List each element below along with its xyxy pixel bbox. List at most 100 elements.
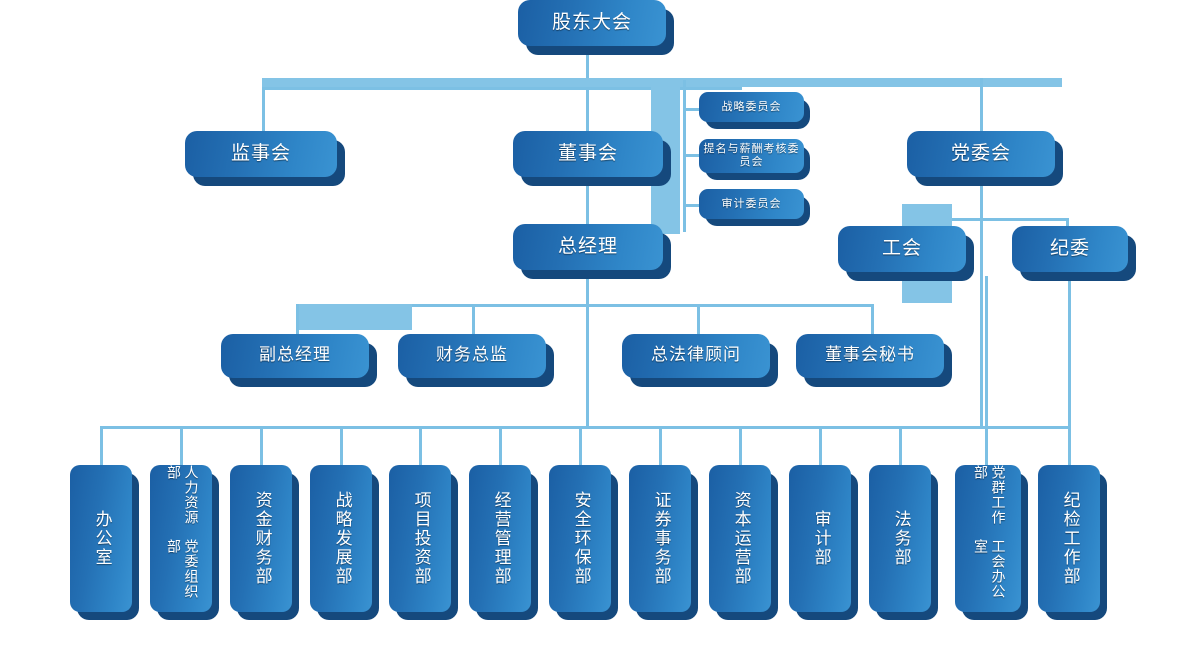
department-label: 党委组织部 人力资源部: [164, 465, 199, 612]
connector-drop-dept-10: [819, 426, 822, 466]
department-label-line-1: 法务部: [890, 510, 911, 567]
connector-drop-dept-8: [659, 426, 662, 466]
department-5[interactable]: 项目投资部: [389, 465, 451, 612]
connector-drop-dept-7: [579, 426, 582, 466]
connector-drop-cfo: [472, 304, 475, 334]
department-label: 项目投资部: [409, 491, 431, 586]
department-label: 战略发展部: [330, 491, 352, 586]
department-11[interactable]: 法务部: [869, 465, 931, 612]
department-10[interactable]: 审计部: [789, 465, 851, 612]
connector-party-bus: [925, 218, 1068, 221]
node-general-manager[interactable]: 总经理: [513, 224, 671, 278]
connector-drop-dept-3: [260, 426, 263, 466]
department-7[interactable]: 安全环保部: [549, 465, 611, 612]
department-12[interactable]: 工会办公室 党群工作部: [955, 465, 1021, 612]
department-label: 法务部: [889, 510, 911, 567]
exec-1-label: 副总经理: [259, 345, 331, 366]
department-label-line-1: 经营管理部: [490, 491, 511, 586]
exec-4-label: 董事会秘书: [825, 345, 915, 366]
connector-drop-dept-4: [340, 426, 343, 466]
node-labor-union-label: 工会: [881, 237, 922, 260]
department-2[interactable]: 党委组织部 人力资源部: [150, 465, 212, 612]
node-board-label: 董事会: [557, 142, 618, 165]
node-labor-union[interactable]: 工会: [838, 226, 974, 280]
exec-cfo[interactable]: 财务总监: [398, 334, 554, 386]
connector-drop-dept-1: [100, 426, 103, 466]
department-13[interactable]: 纪检工作部: [1038, 465, 1100, 612]
connector-board-to-gm: [586, 183, 589, 225]
department-label: 经营管理部: [489, 491, 511, 586]
committee-audit[interactable]: 审计委员会: [699, 189, 812, 227]
connector-exec-bus: [296, 304, 874, 307]
department-label: 工会办公室 党群工作部: [971, 465, 1006, 612]
connector-stub-committee-3: [683, 204, 699, 207]
department-label-line-1: 战略发展部: [331, 491, 352, 586]
department-label-line-2: 党群工作部: [972, 465, 1006, 525]
connector-drop-supervisory: [262, 87, 265, 132]
connector-drop-dept-5: [419, 426, 422, 466]
connector-drop-board-secretary: [871, 304, 874, 334]
connector-bus-level2: [262, 87, 742, 90]
department-label-line-1: 项目投资部: [410, 491, 431, 586]
department-label: 安全环保部: [569, 491, 591, 586]
connector-drop-party-committee: [980, 78, 983, 132]
connector-gm-down: [586, 276, 589, 426]
department-3[interactable]: 资金财务部: [230, 465, 292, 612]
committee-nomination-remuneration[interactable]: 提名与薪酬考核委员会: [699, 139, 812, 181]
node-board-of-directors[interactable]: 董事会: [513, 131, 671, 185]
connector-drop-dept-9: [739, 426, 742, 466]
department-label-line-1: 审计部: [810, 510, 831, 567]
connector-drop-legal-counsel: [697, 304, 700, 334]
exec-board-secretary[interactable]: 董事会秘书: [796, 334, 952, 386]
connector-drop-dept-6: [499, 426, 502, 466]
department-label: 资金财务部: [250, 491, 272, 586]
node-party-label: 党委会: [950, 142, 1011, 165]
committee-2-label: 提名与薪酬考核委员会: [703, 142, 800, 168]
department-label: 办公室: [90, 510, 112, 567]
department-label: 纪检工作部: [1058, 491, 1080, 586]
exec-deputy-general-manager[interactable]: 副总经理: [221, 334, 377, 386]
node-shareholders[interactable]: 股东大会: [518, 0, 674, 54]
department-label-line-1: 资本运营部: [730, 491, 751, 586]
department-label-line-1: 工会办公室: [972, 538, 1006, 599]
department-label-line-1: 安全环保部: [570, 491, 591, 586]
connector-drop-dept-12: [985, 426, 988, 466]
node-supervisory-label: 监事会: [230, 142, 291, 165]
connector-band-executives: [296, 304, 412, 330]
committee-1-label: 战略委员会: [721, 99, 782, 113]
node-supervisory-board[interactable]: 监事会: [185, 131, 345, 185]
department-label: 证券事务部: [649, 491, 671, 586]
node-party-committee[interactable]: 党委会: [907, 131, 1063, 185]
connector-drop-deputy-gm: [296, 304, 299, 334]
connector-party-down: [980, 183, 983, 426]
department-6[interactable]: 经营管理部: [469, 465, 531, 612]
exec-general-legal-counsel[interactable]: 总法律顾问: [622, 334, 778, 386]
connector-drop-dept-2: [180, 426, 183, 466]
department-label: 资本运营部: [729, 491, 751, 586]
node-gm-label: 总经理: [557, 235, 618, 258]
department-4[interactable]: 战略发展部: [310, 465, 372, 612]
committee-3-label: 审计委员会: [721, 196, 782, 210]
connector-drop-dept-13: [1068, 426, 1071, 466]
connector-shareholders-down: [586, 52, 589, 82]
department-8[interactable]: 证券事务部: [629, 465, 691, 612]
connector-drop-dept-11: [899, 426, 902, 466]
department-label-line-1: 党委组织部: [165, 538, 199, 599]
node-discipline-label: 纪委: [1049, 237, 1090, 260]
connector-stub-committee-2: [683, 154, 699, 157]
connector-departments-bus: [100, 426, 1071, 429]
department-label-line-2: 人力资源部: [165, 465, 199, 525]
committee-strategy[interactable]: 战略委员会: [699, 92, 812, 130]
node-discipline-commission[interactable]: 纪委: [1012, 226, 1136, 280]
department-label-line-1: 办公室: [91, 510, 112, 567]
department-9[interactable]: 资本运营部: [709, 465, 771, 612]
connector-labor-union-down: [985, 276, 988, 426]
exec-2-label: 财务总监: [436, 345, 508, 366]
department-label: 审计部: [809, 510, 831, 567]
department-label-line-1: 证券事务部: [650, 491, 671, 586]
connector-discipline-down: [1068, 276, 1071, 426]
node-shareholders-label: 股东大会: [551, 11, 632, 34]
department-1[interactable]: 办公室: [70, 465, 132, 612]
connector-drop-board: [586, 87, 589, 132]
